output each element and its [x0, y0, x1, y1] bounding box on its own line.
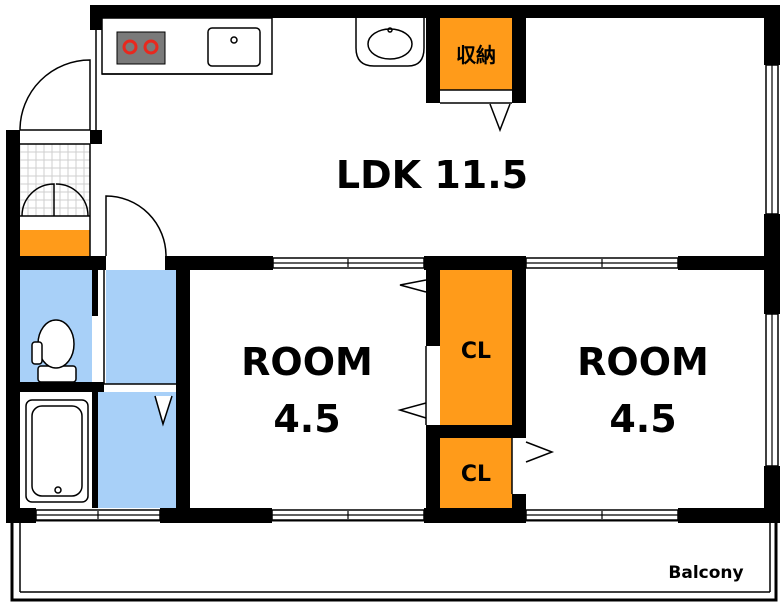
bathtub-icon [25, 399, 89, 503]
storage-closet [440, 18, 512, 90]
stove-icon [116, 31, 166, 65]
balcony-label: Balcony [668, 563, 743, 583]
walls [6, 5, 780, 523]
toilet-icon [31, 319, 77, 383]
thin-lines [20, 17, 512, 385]
washbasin-icon [355, 18, 425, 67]
storage-blocks [20, 18, 512, 508]
closet-1 [440, 270, 512, 425]
washroom-door [105, 195, 167, 257]
door-markers [154, 103, 555, 494]
balcony-area [10, 518, 778, 602]
entrance-door [19, 59, 91, 131]
room2-name: ROOM [577, 340, 709, 384]
room2-size: 4.5 [609, 397, 676, 441]
closet1-label: CL [461, 339, 491, 364]
closet2-label: CL [461, 462, 491, 487]
kitchen-sink-icon [207, 27, 261, 67]
shoe-cabinet [20, 230, 90, 256]
room1-size: 4.5 [273, 397, 340, 441]
doors [19, 59, 167, 257]
closet-2 [440, 438, 512, 508]
window-mullions [36, 65, 773, 519]
ldk-label: LDK 11.5 [336, 153, 528, 197]
storage-label: 収納 [456, 43, 496, 67]
washroom-floor [106, 270, 176, 384]
room1-name: ROOM [241, 340, 373, 384]
